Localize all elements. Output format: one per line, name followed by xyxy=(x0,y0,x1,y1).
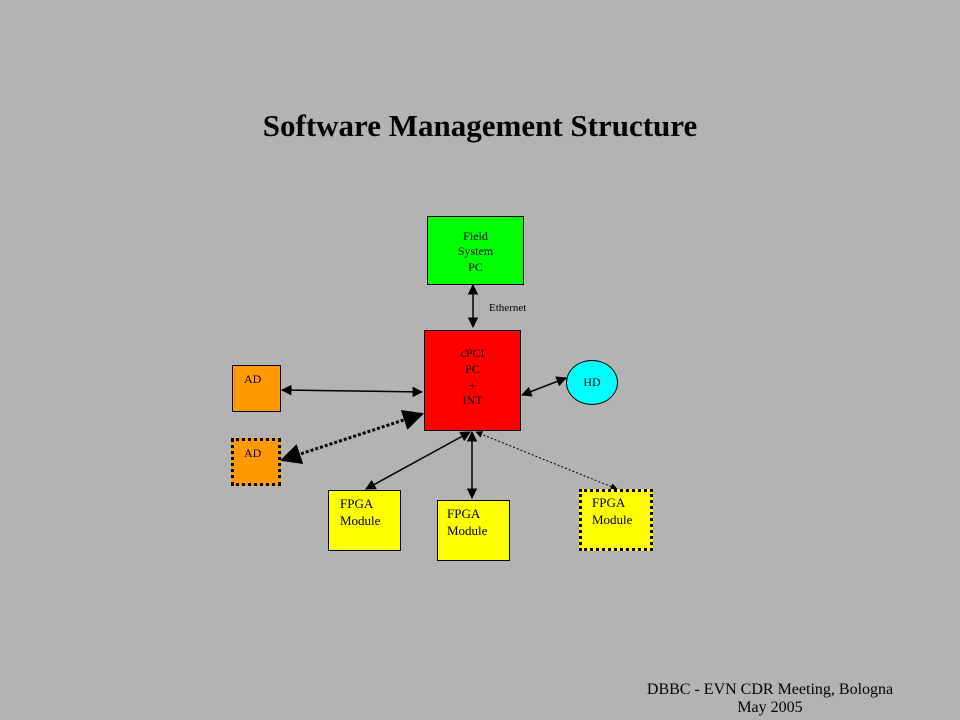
field-system-line-2: System xyxy=(457,244,494,259)
fpga-left-line-2: Module xyxy=(340,512,381,528)
cpci-line-3: + xyxy=(469,377,476,392)
hd-label: HD xyxy=(583,374,601,389)
footer-line-1: DBBC - EVN CDR Meeting, Bologna xyxy=(646,681,894,698)
cpci-line-1: cPCI xyxy=(460,346,485,361)
fpga-center-line-2: Module xyxy=(447,522,488,538)
cpci-line-4: INT xyxy=(462,393,483,408)
cpci-node: cPCI PC + INT xyxy=(424,330,521,431)
fpga-left-node: FPGA Module xyxy=(328,490,401,551)
fpga-left-line-1: FPGA xyxy=(340,496,374,511)
field-system-line-3: PC xyxy=(468,259,483,274)
fpga-right-node: FPGA Module xyxy=(579,489,653,551)
fpga-center-line-1: FPGA xyxy=(447,506,481,521)
ad-solid-label: AD xyxy=(244,372,262,386)
fpga-left-link xyxy=(365,431,471,490)
hd-node: HD xyxy=(566,360,618,405)
ad-solid-node: AD xyxy=(232,365,281,412)
footer-line-2: May 2005 xyxy=(737,698,803,716)
ad-dotted-label: AD xyxy=(244,446,262,460)
fpga-right-line-2: Module xyxy=(592,511,633,527)
fpga-right-link xyxy=(475,431,618,490)
field-system-node: Field System PC xyxy=(427,216,524,285)
diagram-title: Software Management Structure xyxy=(262,108,698,143)
field-system-line-1: Field xyxy=(463,228,488,243)
hd-link xyxy=(521,376,567,397)
footer: DBBC - EVN CDR Meeting, Bologna May 2005 xyxy=(600,681,940,716)
fpga-right-line-1: FPGA xyxy=(592,495,626,510)
fpga-center-node: FPGA Module xyxy=(437,500,510,561)
cpci-line-2: PC xyxy=(465,361,480,376)
ad-solid-link xyxy=(280,384,424,398)
ethernet-label: Ethernet xyxy=(489,302,527,314)
ad-dotted-link xyxy=(280,409,424,465)
ad-dotted-node: AD xyxy=(231,438,281,486)
